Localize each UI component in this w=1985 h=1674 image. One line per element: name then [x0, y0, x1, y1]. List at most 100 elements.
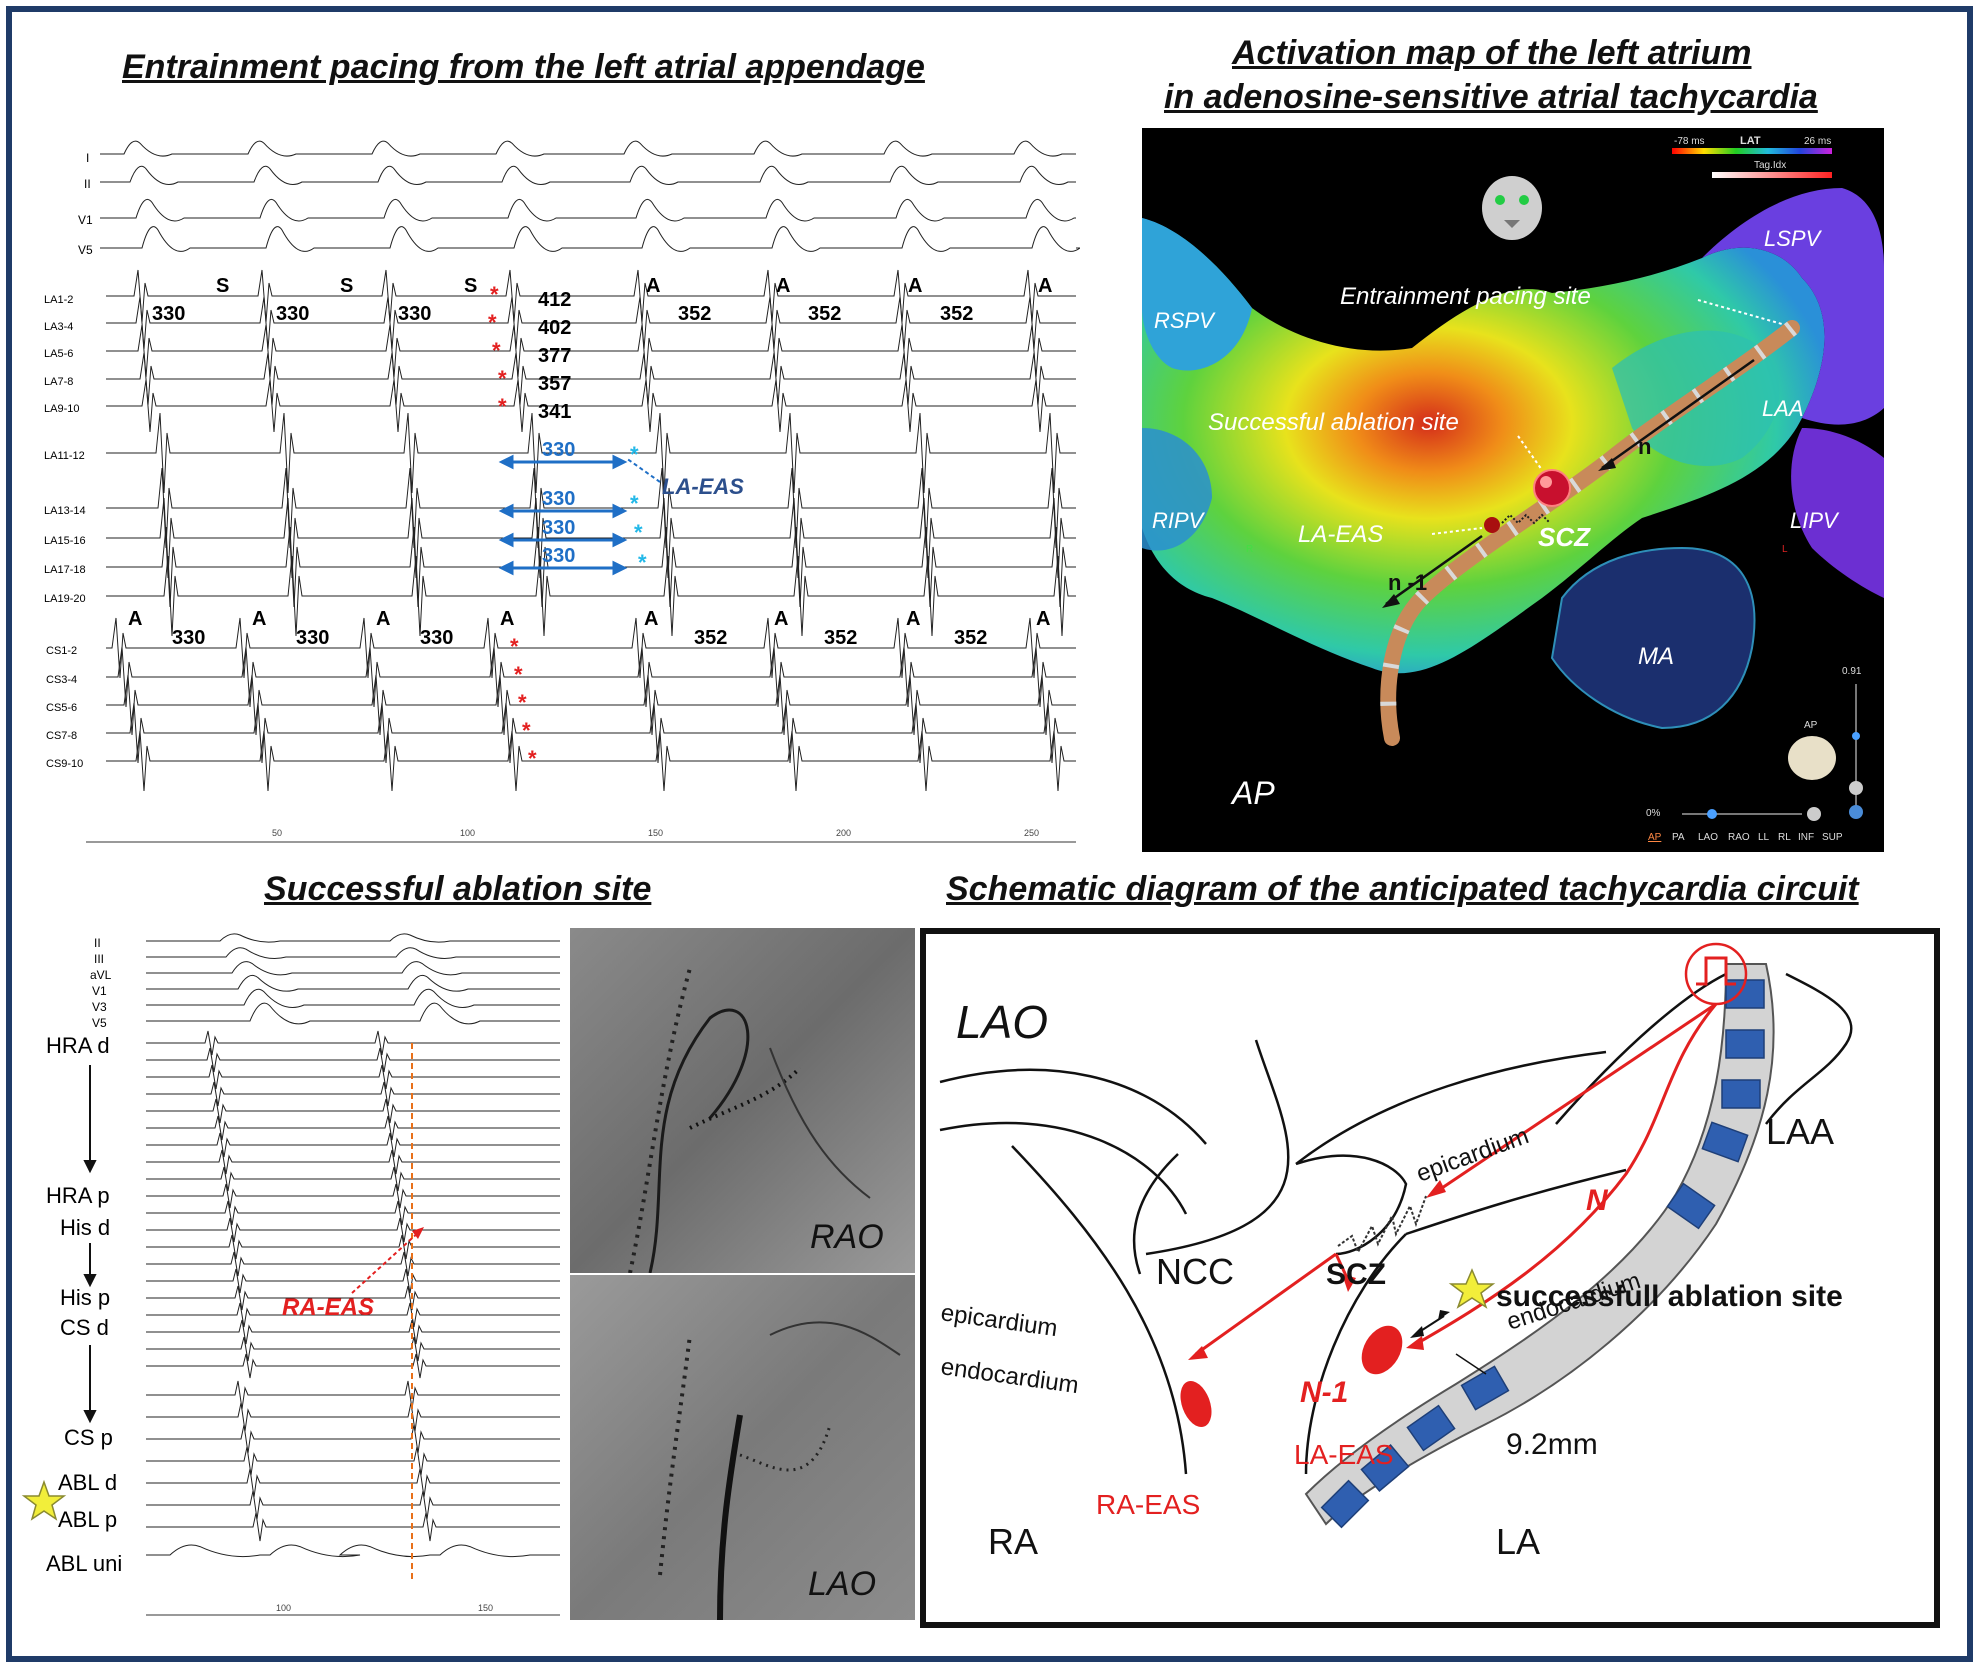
trace	[106, 617, 1076, 679]
fluoro-catheter	[658, 1334, 692, 1576]
fluoro-catheter	[648, 1008, 750, 1273]
channel-label: CS d	[60, 1315, 109, 1340]
epicardium-curve	[939, 1068, 1207, 1145]
lead-label: aVL	[90, 968, 112, 982]
trace	[106, 555, 1076, 637]
channel-label: LA19-20	[44, 593, 86, 605]
blue-interval: 330	[542, 488, 575, 510]
trace	[146, 1285, 560, 1311]
trace	[100, 140, 1076, 157]
trace	[146, 1353, 560, 1379]
channel-label: LA3-4	[44, 321, 73, 333]
lat-min: -78 ms	[1674, 136, 1705, 147]
la-eas-map-label: LA-EAS	[1298, 521, 1383, 548]
zoom-slider-knob[interactable]	[1852, 732, 1860, 740]
camera-icon[interactable]	[1807, 807, 1821, 821]
orientation-face-icon	[1482, 176, 1542, 240]
scz-schematic-label: SCZ	[1326, 1258, 1386, 1291]
trace	[146, 974, 560, 992]
zoom-value: 0.91	[1842, 666, 1862, 677]
trace	[106, 269, 1076, 323]
n-minus-1-map-label: n -1	[1388, 570, 1427, 595]
channel-range-arrows	[83, 1065, 97, 1424]
view-tab[interactable]: RL	[1778, 832, 1791, 843]
trace	[146, 1319, 560, 1345]
cycle-length: 352	[824, 627, 857, 649]
view-tab[interactable]: LL	[1758, 832, 1770, 843]
axis-tick: 250	[1024, 828, 1039, 838]
trace	[106, 324, 1076, 378]
face-eye-icon	[1519, 195, 1529, 205]
reset-view-icon[interactable]	[1849, 805, 1863, 819]
trace	[146, 933, 560, 943]
cyan-star: *	[630, 491, 639, 516]
fluoro-view-label: RAO	[810, 1218, 884, 1256]
cyan-star: *	[630, 442, 639, 467]
ppi-value: 377	[538, 345, 571, 367]
title-activation-line2: in adenosine-sensitive atrial tachycardi…	[1164, 78, 1818, 116]
epicardium-top-curve	[1295, 1050, 1607, 1165]
cycle-length: 352	[678, 303, 711, 325]
rotate-control-icon[interactable]	[1849, 781, 1863, 795]
schematic-view-label: LAO	[956, 996, 1048, 1048]
channel-label: HRA p	[46, 1183, 110, 1208]
channel-label: LA7-8	[44, 376, 73, 388]
blue-interval: 330	[542, 439, 575, 461]
fluoro-view-label: LAO	[808, 1565, 876, 1603]
distance-label: 9.2mm	[1506, 1428, 1598, 1461]
opacity-knob[interactable]	[1707, 809, 1717, 819]
view-tab[interactable]: PA	[1672, 832, 1685, 843]
trace	[146, 947, 560, 959]
lead-label: II	[94, 936, 101, 950]
lead-label: V3	[92, 1000, 107, 1014]
fluoro-catheter	[689, 1066, 802, 1130]
activation-map-panel: -78 ms LAT 26 ms Tag.Idx LSPV RSPV LAA R…	[1142, 128, 1884, 852]
ra-label: RA	[988, 1521, 1038, 1562]
trace	[146, 1166, 560, 1192]
atrial-marker: A	[906, 608, 920, 630]
ablation-egm-svg: II III aVL V1 V3 V5 HRA d HRA p His d Hi…	[21, 933, 560, 1616]
channel-label: CS3-4	[46, 674, 77, 686]
cycle-length: 352	[954, 627, 987, 649]
schematic-svg: LAO NCC LAA RA LA SCZ epicardium epicard…	[939, 942, 1853, 1562]
red-star: *	[518, 690, 527, 715]
entrainment-site-label: Entrainment pacing site	[1340, 283, 1591, 310]
arrow-n-minus-1-head	[1382, 594, 1400, 608]
view-tab[interactable]: INF	[1798, 832, 1814, 843]
cycle-length: 352	[940, 303, 973, 325]
channel-label: CS p	[64, 1425, 113, 1450]
view-tab[interactable]: LAO	[1698, 832, 1718, 843]
opacity-value: 0%	[1646, 808, 1661, 819]
cyan-star: *	[638, 550, 647, 575]
lipv-label: LIPV	[1790, 508, 1840, 533]
trace	[106, 646, 1076, 708]
atrial-marker: A	[1036, 608, 1050, 630]
channel-label: ABL uni	[46, 1551, 122, 1576]
view-tab[interactable]: AP	[1648, 832, 1662, 843]
trace	[146, 1098, 560, 1124]
trace	[146, 1149, 560, 1175]
trace	[146, 1081, 560, 1107]
endocardium-right-curve	[1405, 1168, 1627, 1236]
lead-label: III	[94, 952, 104, 966]
ra-eas-pointer	[351, 1230, 421, 1294]
trace	[146, 1544, 560, 1558]
channel-label: CS7-8	[46, 730, 77, 742]
atrial-marker: A	[646, 275, 660, 297]
tag-label: Tag.Idx	[1754, 160, 1786, 171]
ma-label: MA	[1638, 643, 1674, 670]
lead-label: V1	[92, 984, 107, 998]
view-tab[interactable]: SUP	[1822, 832, 1843, 843]
cycle-length: 330	[420, 627, 453, 649]
face-eye-icon	[1495, 195, 1505, 205]
epicardium-left-label: epicardium	[939, 1299, 1059, 1342]
circuit-arrowhead	[1342, 1274, 1356, 1292]
mini-view-label: AP	[1804, 720, 1818, 731]
lat-title: LAT	[1740, 135, 1761, 147]
view-tab[interactable]: RAO	[1728, 832, 1750, 843]
ra-eas-egm-label: RA-EAS	[282, 1294, 374, 1321]
cycle-length: 352	[694, 627, 727, 649]
n-minus-1-schematic-label: N-1	[1300, 1376, 1348, 1409]
circuit-arrowhead	[1406, 1336, 1424, 1350]
trace	[146, 1380, 560, 1410]
